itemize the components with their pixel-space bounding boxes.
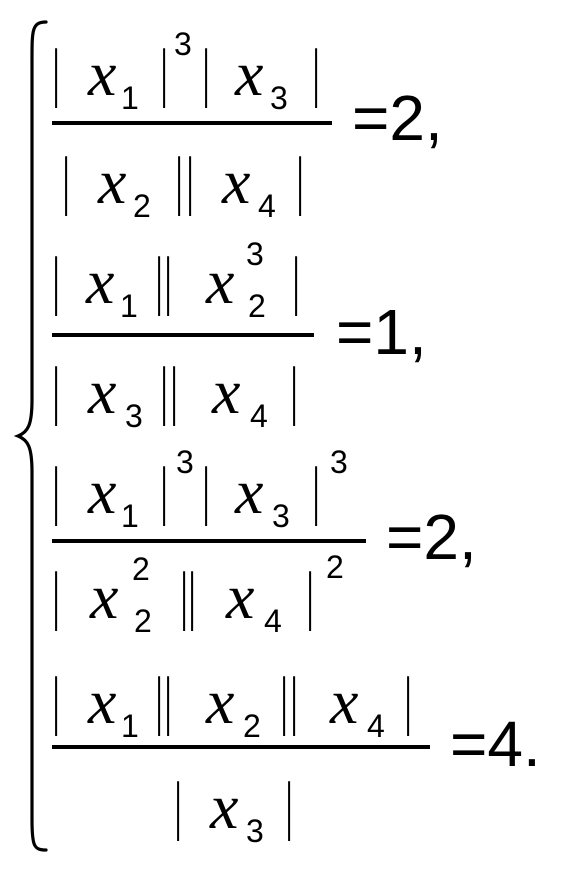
subscript: 4 (264, 603, 282, 639)
abs-bar-right: | (180, 559, 189, 632)
abs-bar-right: | (155, 664, 164, 737)
left-curly-brace (13, 20, 48, 852)
subscript: 4 (258, 188, 276, 224)
variable-x: x (235, 456, 264, 527)
right-hand-side: =1, (336, 296, 427, 368)
exponent: 2 (326, 549, 344, 585)
fraction-bar (52, 539, 366, 543)
abs-bar-left: | (164, 664, 173, 737)
abs-bar-left: | (52, 244, 61, 317)
subscript: 1 (120, 288, 138, 324)
abs-bar-left: | (202, 36, 211, 109)
abs-bar-right: | (280, 664, 289, 737)
abs-bar-left: | (188, 559, 197, 632)
abs-bar-left: | (62, 144, 71, 217)
variable-x: x (88, 356, 117, 427)
variable-x: x (212, 356, 241, 427)
abs-bar-right: | (306, 559, 315, 632)
abs-bar-right: | (155, 244, 164, 317)
variable-x: x (98, 146, 127, 217)
fraction-bar (52, 121, 332, 125)
abs-bar-left: | (52, 559, 61, 632)
subscript: 1 (121, 498, 139, 534)
variable-x: x (206, 246, 235, 317)
subscript: 4 (367, 708, 385, 744)
subscript: 2 (133, 188, 151, 224)
subscript: 1 (121, 708, 139, 744)
abs-bar-left: | (186, 144, 195, 217)
abs-bar-left: | (170, 354, 179, 427)
abs-bar-left: | (202, 454, 211, 527)
subscript: 3 (246, 813, 264, 849)
right-hand-side: =2, (386, 501, 477, 573)
abs-bar-right: | (312, 454, 321, 527)
abs-bar-right: | (312, 36, 321, 109)
subscript: 3 (270, 80, 288, 116)
subscript: 3 (125, 398, 143, 434)
subscript: 1 (121, 80, 139, 116)
exponent: 3 (176, 444, 194, 480)
variable-x: x (86, 246, 115, 317)
abs-bar-left: | (52, 354, 61, 427)
abs-bar-left: | (52, 664, 61, 737)
variable-x: x (222, 146, 251, 217)
exponent: 3 (174, 26, 192, 62)
subscript: 2 (134, 603, 152, 639)
abs-bar-right: | (290, 354, 299, 427)
variable-x: x (235, 38, 264, 109)
fraction-bar (52, 745, 430, 749)
variable-x: x (88, 666, 117, 737)
variable-x: x (206, 666, 235, 737)
exponent: 3 (330, 444, 348, 480)
variable-x: x (210, 771, 239, 842)
subscript: 2 (248, 288, 266, 324)
abs-bar-right: | (296, 144, 305, 217)
subscript: 4 (250, 398, 268, 434)
fraction-bar (52, 333, 314, 337)
variable-x: x (330, 666, 359, 737)
abs-bar-left: | (52, 454, 61, 527)
exponent: 3 (246, 236, 264, 272)
right-hand-side: =2, (352, 82, 443, 154)
variable-x: x (226, 561, 255, 632)
right-hand-side: =4. (450, 708, 541, 780)
abs-bar-right: | (285, 769, 294, 842)
abs-bar-right: | (160, 454, 169, 527)
abs-bar-left: | (164, 244, 173, 317)
abs-bar-right: | (175, 144, 184, 217)
abs-bar-right: | (292, 244, 301, 317)
variable-x: x (90, 561, 119, 632)
abs-bar-left: | (52, 36, 61, 109)
abs-bar-right: | (160, 354, 169, 427)
abs-bar-right: | (404, 664, 413, 737)
subscript: 3 (272, 498, 290, 534)
variable-x: x (88, 456, 117, 527)
abs-bar-right: | (160, 36, 169, 109)
abs-bar-left: | (174, 769, 183, 842)
subscript: 2 (243, 708, 261, 744)
variable-x: x (88, 38, 117, 109)
exponent: 2 (132, 551, 150, 587)
abs-bar-left: | (290, 664, 299, 737)
